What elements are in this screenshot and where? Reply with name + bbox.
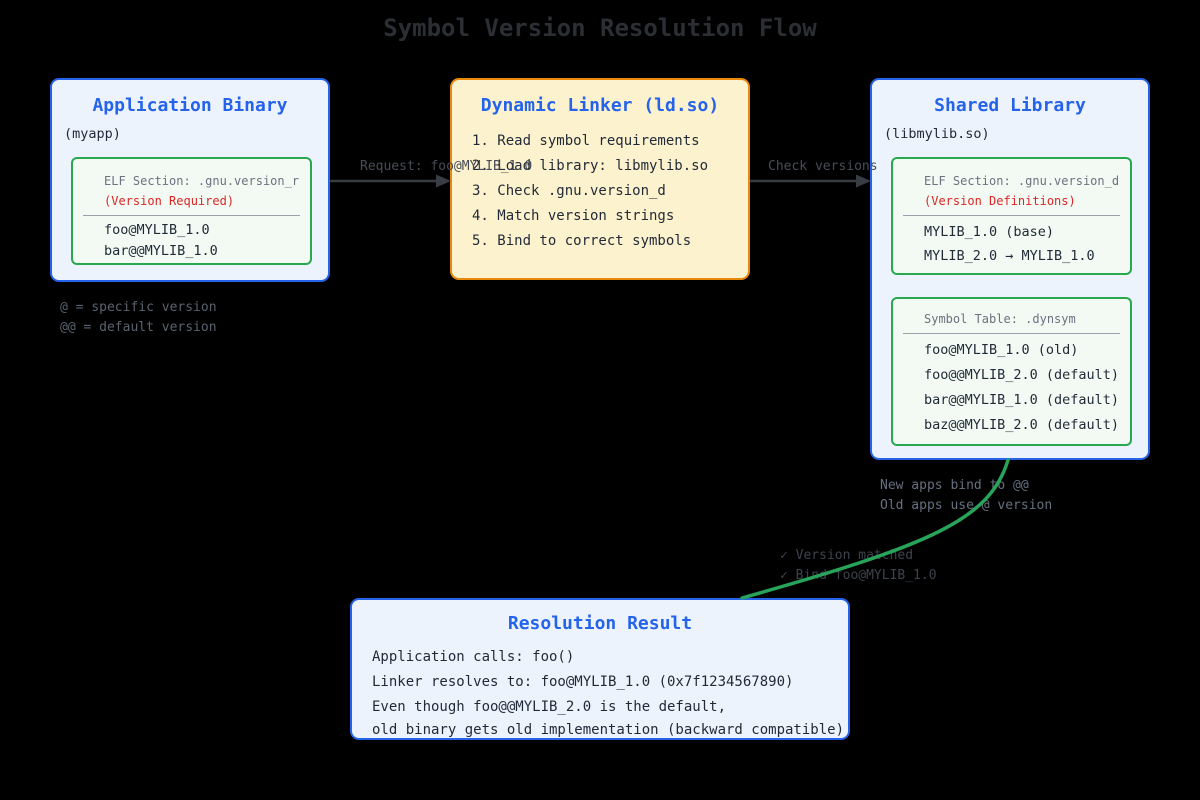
version-definitions-note: (Version Definitions) [924, 194, 1076, 208]
version-required-note: (Version Required) [104, 194, 235, 208]
elf-section-header: ELF Section: .gnu.version_r [104, 174, 300, 188]
linker-step: 4. Match version strings [472, 208, 675, 224]
binding-note: New apps bind to @@ Old apps use @ versi… [880, 476, 1052, 516]
symbol-table-entry: bar@@MYLIB_1.0 (default) [924, 392, 1120, 408]
linker-step: 5. Bind to correct symbols [472, 233, 692, 249]
symbol-entry: foo@MYLIB_1.0 [104, 222, 210, 238]
symbol-entry: bar@@MYLIB_1.0 [104, 243, 218, 259]
symbol-table-section: Symbol Table: .dynsym foo@MYLIB_1.0 (old… [891, 297, 1132, 446]
result-line: Even though foo@@MYLIB_2.0 is the defaul… [372, 699, 727, 715]
shared-library-title: Shared Library [934, 95, 1086, 116]
symbol-table-entry: foo@MYLIB_1.0 (old) [924, 342, 1079, 358]
version-def-entry: MYLIB_1.0 (base) [924, 224, 1055, 240]
resolution-result-box: Resolution Result Application calls: foo… [350, 598, 850, 740]
page-title: Symbol Version Resolution Flow [383, 14, 817, 42]
symbol-table-entry: foo@@MYLIB_2.0 (default) [924, 367, 1120, 383]
match-note: ✓ Version matched ✓ Bind foo@MYLIB_1.0 [780, 546, 937, 586]
legend: @ = specific version @@ = default versio… [60, 298, 217, 338]
binding-note-line: New apps bind to @@ [880, 478, 1029, 493]
version-required-section: ELF Section: .gnu.version_r (Version Req… [71, 157, 312, 265]
legend-line: @@ = default version [60, 320, 217, 335]
request-arrow-label: Request: foo@MYLIB_1.0 [360, 159, 533, 174]
dynamic-linker-box: Dynamic Linker (ld.so) 1. Read symbol re… [450, 78, 750, 280]
result-line: old binary gets old implementation (back… [372, 722, 845, 738]
match-note-line: ✓ Bind foo@MYLIB_1.0 [780, 568, 937, 583]
resolution-result-title: Resolution Result [507, 613, 693, 634]
dynamic-linker-title: Dynamic Linker (ld.so) [480, 95, 720, 116]
arrow-right-icon [436, 174, 451, 188]
linker-step: 1. Read symbol requirements [472, 133, 700, 149]
legend-line: @ = specific version [60, 300, 217, 315]
result-line: Application calls: foo() [372, 649, 575, 665]
application-binary-box: Application Binary (myapp) ELF Section: … [50, 78, 330, 282]
divider [903, 333, 1120, 334]
shared-library-subtitle: (libmylib.so) [884, 126, 990, 142]
symbol-table-header: Symbol Table: .dynsym [924, 312, 1076, 326]
elf-section-header: ELF Section: .gnu.version_d [924, 174, 1120, 188]
arrow-right-icon [856, 174, 871, 188]
divider [903, 215, 1120, 216]
version-def-entry: MYLIB_2.0 → MYLIB_1.0 [924, 248, 1095, 264]
linker-step: 2. Load library: libmylib.so [472, 158, 709, 174]
divider [83, 215, 300, 216]
application-binary-subtitle: (myapp) [64, 126, 121, 142]
symbol-table-entry: baz@@MYLIB_2.0 (default) [924, 417, 1120, 433]
check-versions-arrow-label: Check versions [768, 159, 878, 174]
linker-step: 3. Check .gnu.version_d [472, 183, 666, 199]
version-definitions-section: ELF Section: .gnu.version_d (Version Def… [891, 157, 1132, 275]
binding-note-line: Old apps use @ version [880, 498, 1053, 513]
match-note-line: ✓ Version matched [780, 548, 914, 563]
application-binary-title: Application Binary [92, 95, 288, 116]
shared-library-box: Shared Library (libmylib.so) ELF Section… [870, 78, 1150, 460]
result-line: Linker resolves to: foo@MYLIB_1.0 (0x7f1… [372, 674, 794, 690]
